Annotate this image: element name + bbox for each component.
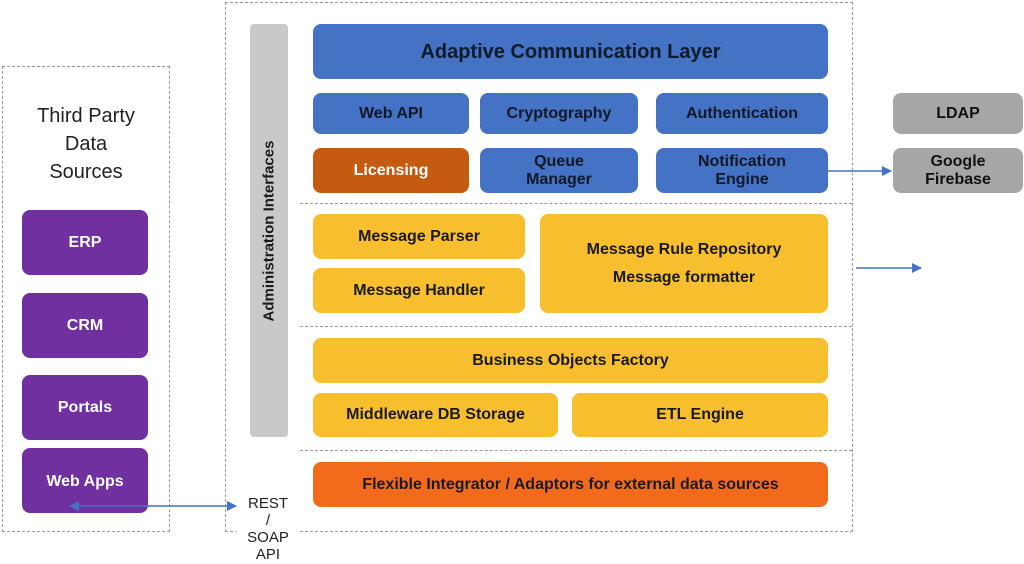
api-label-line-1: REST (247, 495, 288, 512)
licensing-box: Licensing (313, 148, 469, 193)
ldap-box: LDAP (893, 93, 1023, 134)
section-divider-1 (300, 203, 852, 204)
rest-soap-api-label: REST / SOAP API (236, 495, 300, 563)
third-party-title-line-1: Third Party (37, 105, 135, 127)
middleware-container (225, 2, 853, 532)
google-firebase-box: Google Firebase (893, 148, 1023, 193)
google-firebase-line-1: Google (930, 152, 986, 170)
portals-box: Portals (22, 375, 148, 440)
business-objects-factory-box: Business Objects Factory (313, 338, 828, 383)
queue-manager-line-2: Manager (526, 170, 592, 188)
authentication-box: Authentication (656, 93, 828, 134)
third-party-panel (2, 66, 170, 532)
third-party-title-line-3: Sources (49, 161, 123, 183)
erp-box: ERP (22, 210, 148, 275)
third-party-title-line-2: Data (64, 133, 108, 155)
queue-manager-box: Queue Manager (480, 148, 638, 193)
queue-manager-line-1: Queue (534, 152, 584, 170)
section-divider-3 (300, 450, 852, 451)
third-party-title: Third Party Data Sources (2, 102, 170, 186)
api-label-line-3: SOAP (247, 529, 289, 546)
notification-engine-line-2: Engine (715, 170, 769, 188)
flexible-integrator-box: Flexible Integrator / Adaptors for exter… (313, 462, 828, 507)
adaptive-communication-layer: Adaptive Communication Layer (313, 24, 828, 79)
message-rule-repository-box: Message Rule Repository Message formatte… (540, 214, 828, 313)
section-divider-2 (300, 326, 852, 327)
etl-engine-box: ETL Engine (572, 393, 828, 437)
message-rule-repository-label: Message Rule Repository (586, 240, 782, 258)
api-label-line-4: API (255, 546, 281, 563)
google-firebase-line-2: Firebase (925, 170, 991, 188)
message-handler-box: Message Handler (313, 268, 525, 313)
notification-engine-line-1: Notification (698, 152, 786, 170)
cryptography-box: Cryptography (480, 93, 638, 134)
crm-box: CRM (22, 293, 148, 358)
notification-engine-box: Notification Engine (656, 148, 828, 193)
web-api-box: Web API (313, 93, 469, 134)
message-parser-box: Message Parser (313, 214, 525, 259)
administration-interfaces-bar: Administration Interfaces (250, 24, 288, 437)
middleware-db-storage-box: Middleware DB Storage (313, 393, 558, 437)
message-formatter-label: Message formatter (612, 268, 756, 286)
api-label-line-2: / (265, 512, 271, 529)
